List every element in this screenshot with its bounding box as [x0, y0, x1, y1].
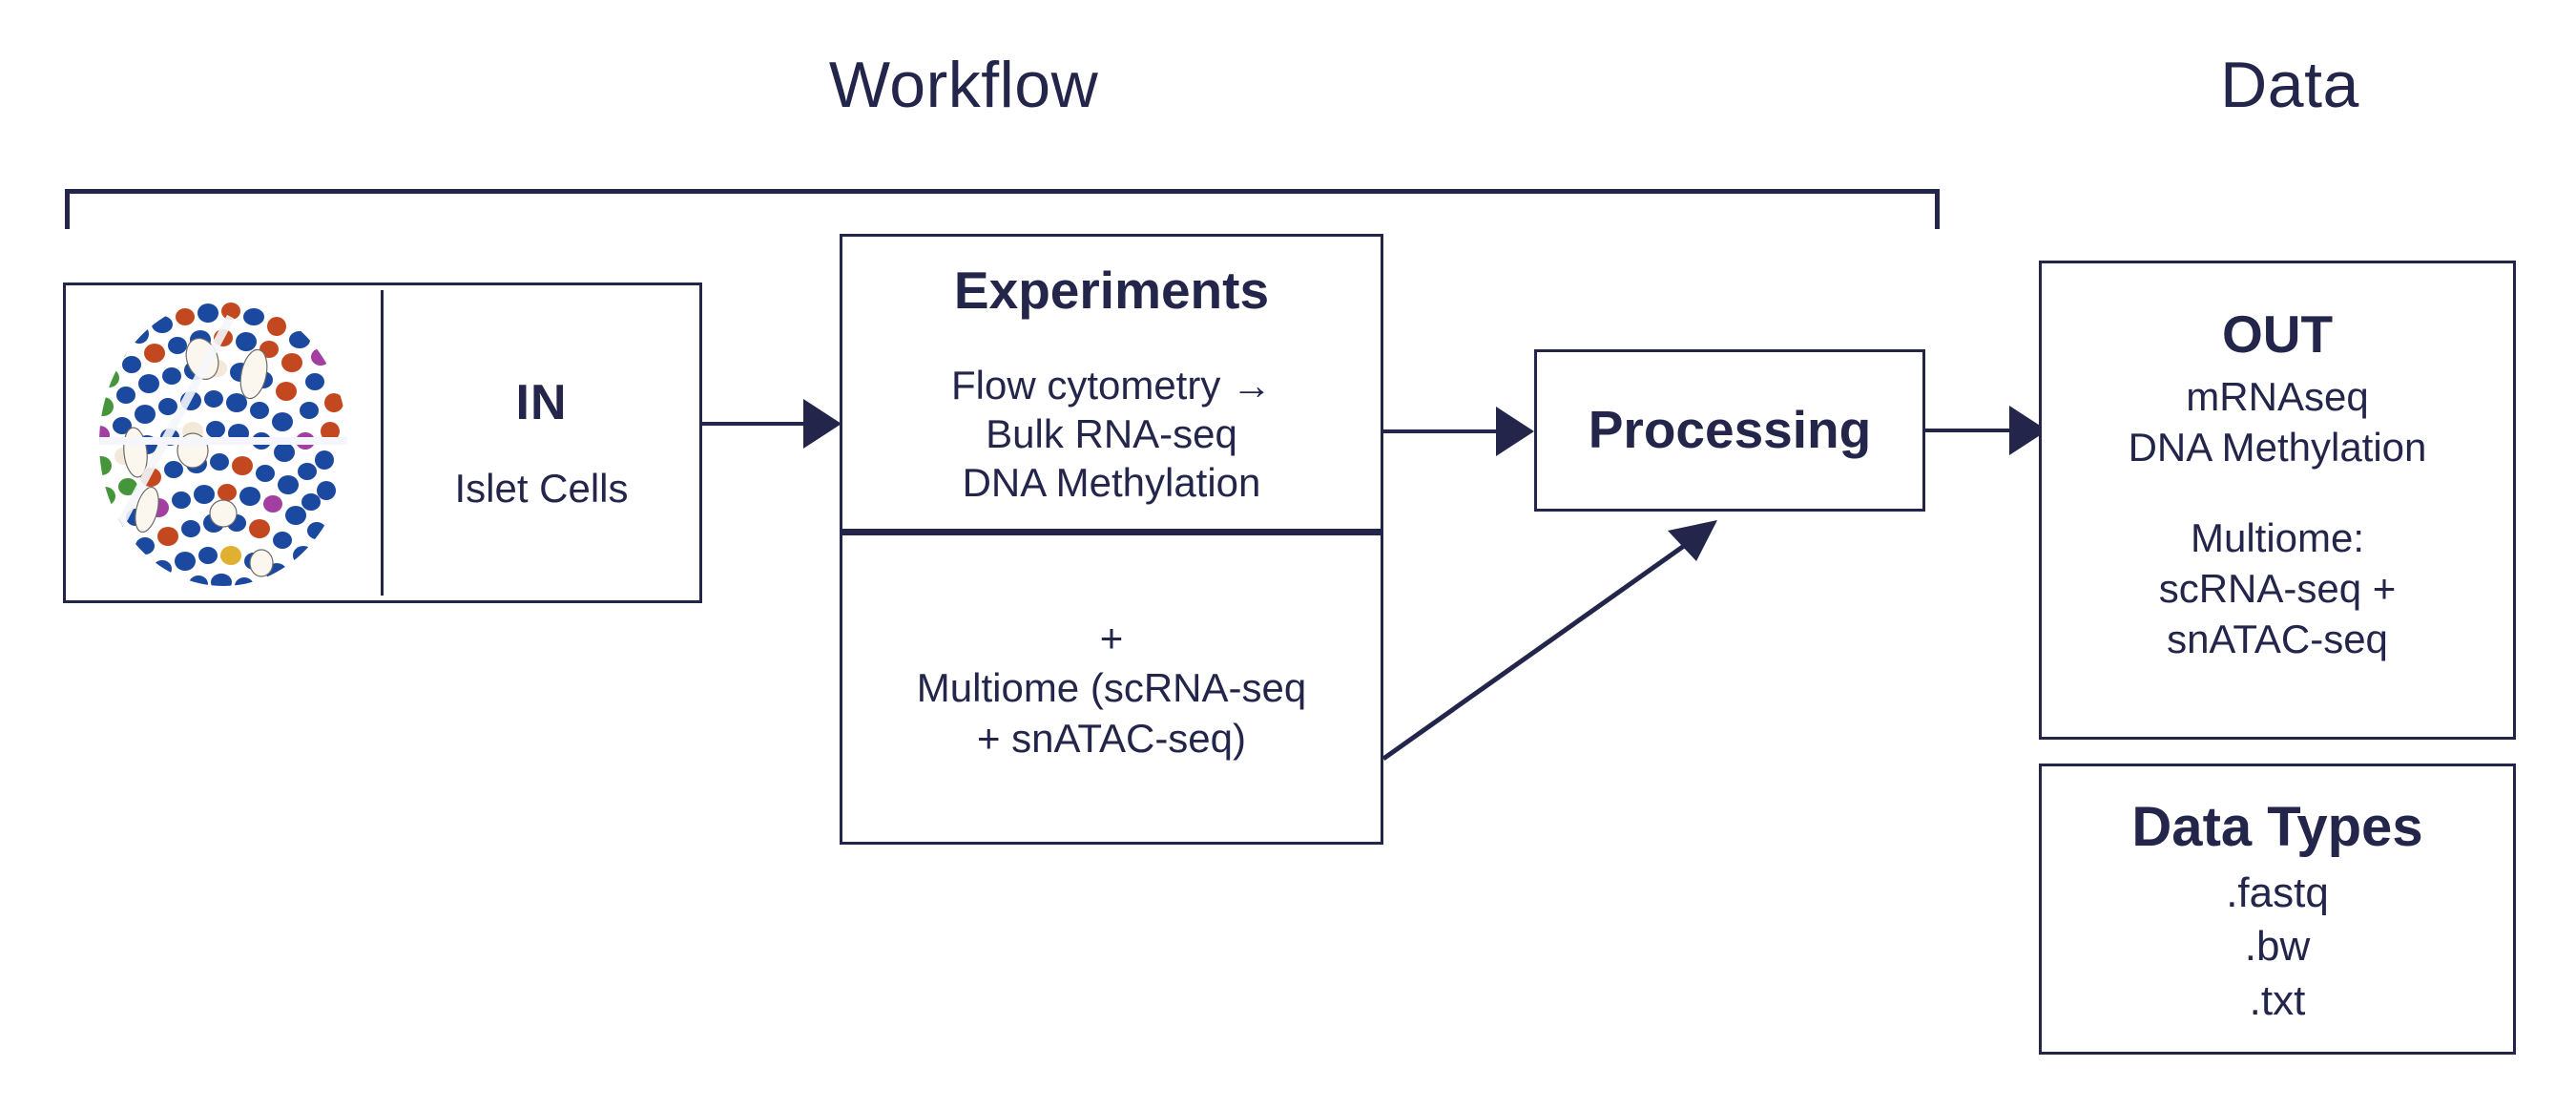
data-section-title: Data: [2220, 49, 2359, 121]
input-box: IN Islet Cells: [63, 282, 702, 603]
arrow-processing-to-output: [1925, 406, 2049, 455]
multiome-line-2: + snATAC-seq): [976, 715, 1247, 761]
arrow-in-to-experiments: [702, 399, 843, 449]
data-type-fastq: .fastq: [2226, 869, 2329, 916]
experiments-top-section: Experiments Flow cytometry → Bulk RNA-se…: [842, 237, 1381, 535]
output-line-mrnaseq: mRNAseq: [2186, 374, 2369, 419]
experiment-item-bulk-rnaseq: Bulk RNA-seq: [986, 410, 1237, 456]
multiome-line-1: Multiome (scRNA-seq: [916, 665, 1307, 711]
output-line-multiome: Multiome:: [2190, 514, 2365, 560]
multiome-plus-sign: +: [1099, 615, 1124, 660]
data-type-txt: .txt: [2249, 976, 2306, 1024]
processing-box: Processing: [1534, 349, 1925, 512]
data-type-bw: .bw: [2244, 923, 2311, 971]
experiment-item-dna-methylation: DNA Methylation: [962, 460, 1261, 506]
data-types-heading: Data Types: [2131, 796, 2423, 858]
experiments-box: Experiments Flow cytometry → Bulk RNA-se…: [840, 234, 1383, 845]
workflow-section-title: Workflow: [828, 49, 1099, 121]
arrow-experiments-to-processing: [1383, 407, 1536, 456]
output-line-dna-methylation: DNA Methylation: [2128, 424, 2427, 470]
workflow-bracket: [65, 189, 1940, 229]
experiment-item-flow-cytometry: Flow cytometry →: [950, 362, 1273, 408]
data-types-box: Data Types .fastq .bw .txt: [2039, 764, 2516, 1055]
bracket-top-bar: [65, 189, 1940, 194]
output-heading: OUT: [2221, 304, 2334, 364]
islet-cell-illustration: [99, 300, 347, 586]
arrow-multiome-to-processing: [1381, 520, 1717, 762]
output-box: OUT mRNAseq DNA Methylation Multiome: sc…: [2039, 261, 2516, 740]
input-label: IN: [515, 375, 568, 430]
experiments-heading: Experiments: [953, 261, 1270, 320]
bracket-left-tick: [65, 189, 70, 229]
output-line-scrnaseq: scRNA-seq +: [2158, 565, 2397, 611]
islet-cell-image: [66, 290, 384, 596]
processing-label: Processing: [1588, 400, 1872, 460]
input-text-cell: IN Islet Cells: [384, 374, 699, 512]
bracket-right-tick: [1935, 189, 1940, 229]
experiments-multiome-section: + Multiome (scRNA-seq + snATAC-seq): [842, 535, 1381, 842]
input-sublabel: Islet Cells: [454, 466, 629, 511]
output-line-snatacseq: snATAC-seq: [2167, 616, 2388, 661]
